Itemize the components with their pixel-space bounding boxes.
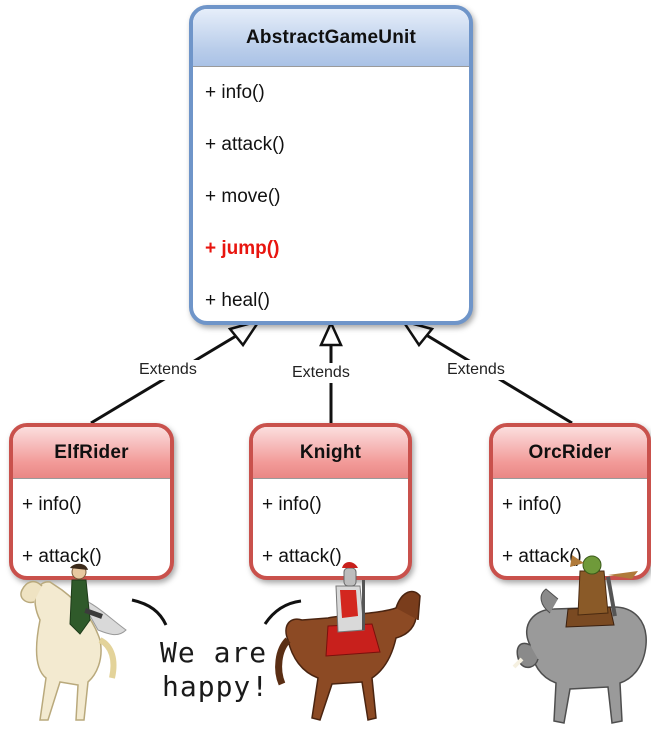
speech-swoosh-right: [263, 599, 302, 625]
class-knight: Knight + info() + attack(): [249, 423, 412, 580]
knight-illustration: [275, 562, 421, 721]
speech-line-2: happy!: [162, 670, 270, 703]
operation-attack: + attack(): [262, 546, 342, 567]
class-name: AbstractGameUnit: [193, 9, 469, 67]
orc-rider-illustration: [512, 555, 647, 724]
operation-info: + info(): [262, 494, 322, 515]
class-name: ElfRider: [13, 427, 170, 479]
speech-text: We are happy!: [160, 636, 269, 704]
class-name: Knight: [253, 427, 408, 479]
operation-list: + info() + attack() + move() + jump() + …: [193, 67, 469, 321]
operation-info: + info(): [502, 494, 562, 515]
speech-line-1: We are: [160, 636, 268, 669]
operation-move: + move(): [205, 186, 281, 207]
arrowhead-elfrider: [227, 318, 262, 348]
operation-info: + info(): [205, 82, 265, 103]
elf-rider-illustration: [20, 563, 127, 721]
operation-list: + info() + attack(): [493, 479, 647, 576]
class-elfrider: ElfRider + info() + attack(): [9, 423, 174, 580]
operation-list: + info() + attack(): [13, 479, 170, 576]
operation-attack: + attack(): [205, 134, 285, 155]
extends-label-elfrider: Extends: [137, 360, 199, 380]
class-orcrider: OrcRider + info() + attack(): [489, 423, 651, 580]
operation-heal: + heal(): [205, 290, 270, 311]
operation-attack: + attack(): [22, 546, 102, 567]
operation-list: + info() + attack(): [253, 479, 408, 576]
extends-label-orcrider: Extends: [445, 360, 507, 380]
arrowhead-knight: [319, 319, 343, 347]
operation-jump: + jump(): [205, 238, 280, 259]
class-abstractgameunit: AbstractGameUnit + info() + attack() + m…: [189, 5, 473, 325]
arrowhead-orcrider: [400, 318, 435, 348]
extends-label-knight: Extends: [290, 363, 352, 383]
operation-info: + info(): [22, 494, 82, 515]
operation-attack: + attack(): [502, 546, 582, 567]
class-name: OrcRider: [493, 427, 647, 479]
speech-swoosh-left: [131, 598, 168, 626]
